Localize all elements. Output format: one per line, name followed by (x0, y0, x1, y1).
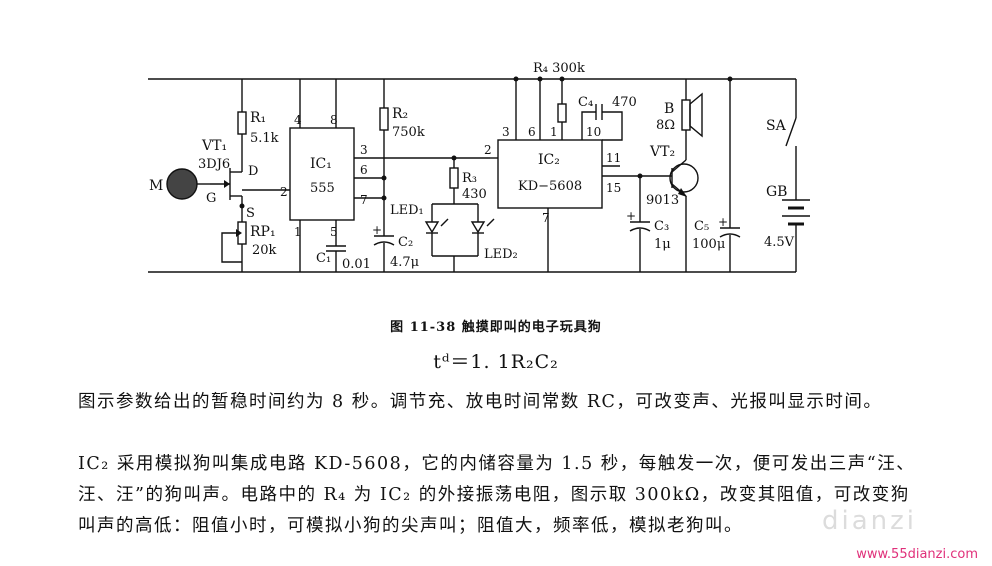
label-rp1: RP₁ (250, 224, 276, 240)
label-c5: C₅ (694, 219, 709, 234)
label-vt2: VT₂ (649, 144, 675, 160)
jfet-gate-arrow (224, 180, 230, 188)
label-ic1-type: 555 (310, 181, 335, 196)
resistor-r2 (379, 107, 389, 131)
label-c1: C₁ (316, 251, 331, 266)
label-sa: SA (766, 118, 787, 134)
label-g: G (206, 191, 216, 206)
pin-ic2-2: 2 (484, 143, 492, 157)
label-m: M (149, 178, 163, 194)
pin-ic1-7: 7 (360, 193, 368, 207)
paragraph-1: 图示参数给出的暂稳时间约为 8 秒。调节充、放电时间常数 RC，可改变声、光报叫… (78, 392, 883, 412)
faint-watermark: dianzi (822, 506, 918, 536)
capacitor-c5-plate2 (719, 233, 741, 238)
label-r2: R₂ (392, 106, 408, 122)
ic1-box (289, 127, 355, 221)
label-r3: R₃ (462, 171, 477, 186)
pin-ic1-5: 5 (330, 225, 338, 239)
label-r1-val: 5.1k (250, 131, 279, 146)
pin-ic2-6: 6 (528, 125, 536, 139)
label-d: D (248, 164, 258, 179)
label-r4: R₄ 300k (533, 61, 585, 76)
capacitor-c2-plate2 (373, 241, 395, 246)
microphone-m (166, 168, 198, 200)
wire-c4-right (602, 111, 623, 141)
pin-ic1-2: 2 (280, 185, 288, 199)
speaker-b-cone (689, 92, 703, 138)
label-c2: C₂ (398, 235, 413, 250)
label-vt2-type: 9013 (646, 193, 679, 208)
resistor-r1 (237, 111, 247, 135)
pin-ic2-3: 3 (502, 125, 510, 139)
capacitor-c3-plate2 (629, 227, 651, 232)
led1-ray (440, 218, 449, 227)
label-vt1: VT₁ (201, 138, 227, 154)
wire-rp1-wiper (221, 232, 242, 263)
pin-ic2-15: 15 (606, 181, 621, 195)
label-c4-val: 470 (612, 95, 637, 110)
node-pin6 (381, 175, 387, 181)
led2-body (470, 221, 486, 234)
ic2-box (497, 139, 603, 209)
transistor-vt2-body (669, 163, 699, 193)
switch-sa-blade (785, 117, 797, 147)
led1-body (424, 221, 440, 234)
label-led2: LED₂ (484, 247, 518, 262)
pin-ic1-1: 1 (294, 225, 302, 239)
pin-ic2-1: 1 (550, 125, 558, 139)
pin-ic2-11: 11 (606, 151, 621, 165)
pin-ic1-4: 4 (294, 113, 302, 127)
node-pin7 (381, 195, 387, 201)
label-ic1: IC₁ (310, 156, 332, 172)
label-ic2: IC₂ (538, 152, 560, 168)
label-s: S (246, 206, 255, 221)
label-b: B (664, 101, 674, 117)
label-led1: LED₁ (390, 203, 424, 218)
label-c4: C₄ (578, 95, 593, 110)
node-ic2-pin6 (537, 76, 543, 82)
resistor-r3 (449, 167, 459, 189)
label-gb-val: 4.5V (764, 235, 795, 250)
paragraph-2: IC₂ 采用模拟狗叫集成电路 KD-5608，它的内储容量为 1.5 秒，每触发… (78, 454, 916, 536)
plus-c2: + (372, 223, 382, 237)
label-gb: GB (766, 184, 787, 200)
node-r4 (559, 76, 565, 82)
figure-caption: 图 11-38 触摸即叫的电子玩具狗 (390, 320, 602, 335)
formula: tᵈ＝1. 1R₂C₂ (433, 351, 559, 373)
plus-c5: + (718, 215, 728, 229)
label-c3: C₃ (654, 219, 669, 234)
pin-ic1-8: 8 (330, 113, 338, 127)
pin-ic1-6: 6 (360, 163, 368, 177)
site-watermark: www.55dianzi.com (856, 547, 978, 562)
label-c5-val: 100μ (692, 237, 725, 252)
node-ic2-pin3 (513, 76, 519, 82)
speaker-b-coil (681, 99, 691, 131)
led2-ray (486, 218, 495, 227)
label-c1-val: 0.01 (342, 257, 371, 272)
node-source (239, 203, 245, 209)
label-vt1-type: 3DJ6 (198, 157, 230, 172)
label-r1: R₁ (250, 110, 266, 126)
pin-ic1-3: 3 (360, 143, 368, 157)
pin-ic2-7: 7 (542, 211, 550, 225)
plus-c3: + (626, 209, 636, 223)
label-ic2-type: KD−5608 (518, 179, 582, 194)
transistor-vt2-arrow (678, 188, 687, 197)
label-r3-val: 430 (462, 187, 487, 202)
rp1-arrow (236, 229, 242, 237)
pin-ic2-10: 10 (586, 125, 601, 139)
wire-c4-left (581, 111, 596, 140)
label-c3-val: 1μ (654, 237, 671, 252)
label-b-val: 8Ω (656, 118, 675, 133)
circuit-schematic: R₄ 300k C₄ 470 B 8Ω SA R₁ 5.1k VT₁ 3DJ6 … (148, 61, 810, 273)
label-rp1-val: 20k (252, 243, 277, 258)
resistor-r4 (557, 103, 567, 123)
label-c2-val: 4.7μ (390, 255, 419, 270)
label-r2-val: 750k (392, 125, 425, 140)
transistor-vt2-collector (671, 159, 687, 173)
